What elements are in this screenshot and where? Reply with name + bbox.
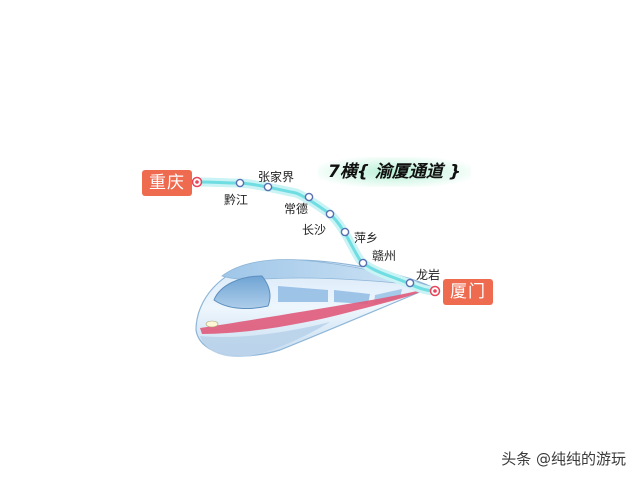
station-node-changsha — [325, 209, 335, 219]
station-label-qianjiang: 黔江 — [224, 193, 249, 207]
station-node-ganzhou — [358, 258, 368, 268]
train-side-window — [334, 290, 370, 304]
city-badge-end: 厦门 — [443, 279, 493, 305]
station-label-longyan: 龙岩 — [416, 268, 441, 282]
station-node-pingxiang — [340, 227, 350, 237]
station-label-zhangjiajie: 张家界 — [258, 170, 295, 184]
high-speed-train-illustration — [195, 259, 434, 358]
train-stripe — [200, 287, 432, 334]
station-label-changde: 常德 — [284, 202, 309, 216]
train-headlight — [205, 320, 219, 328]
station-node-qianjiang — [235, 178, 245, 188]
station-label-changsha: 长沙 — [302, 223, 327, 237]
station-node-zhangjiajie — [263, 182, 273, 192]
train-cab-window — [213, 275, 271, 309]
terminal-node-end — [429, 285, 441, 297]
watermark: 头条 @纯纯的游玩 — [501, 450, 626, 468]
terminal-node-start — [191, 176, 203, 188]
train-side-window — [278, 286, 328, 302]
train-skirt — [200, 322, 330, 358]
station-node-changde — [304, 192, 314, 202]
city-badge-start: 重庆 — [142, 170, 192, 196]
station-label-pingxiang: 萍乡 — [354, 231, 379, 245]
route-title: 7横{ 渝厦通道 } — [318, 157, 471, 187]
station-node-longyan — [405, 278, 415, 288]
station-label-ganzhou: 赣州 — [372, 249, 397, 263]
